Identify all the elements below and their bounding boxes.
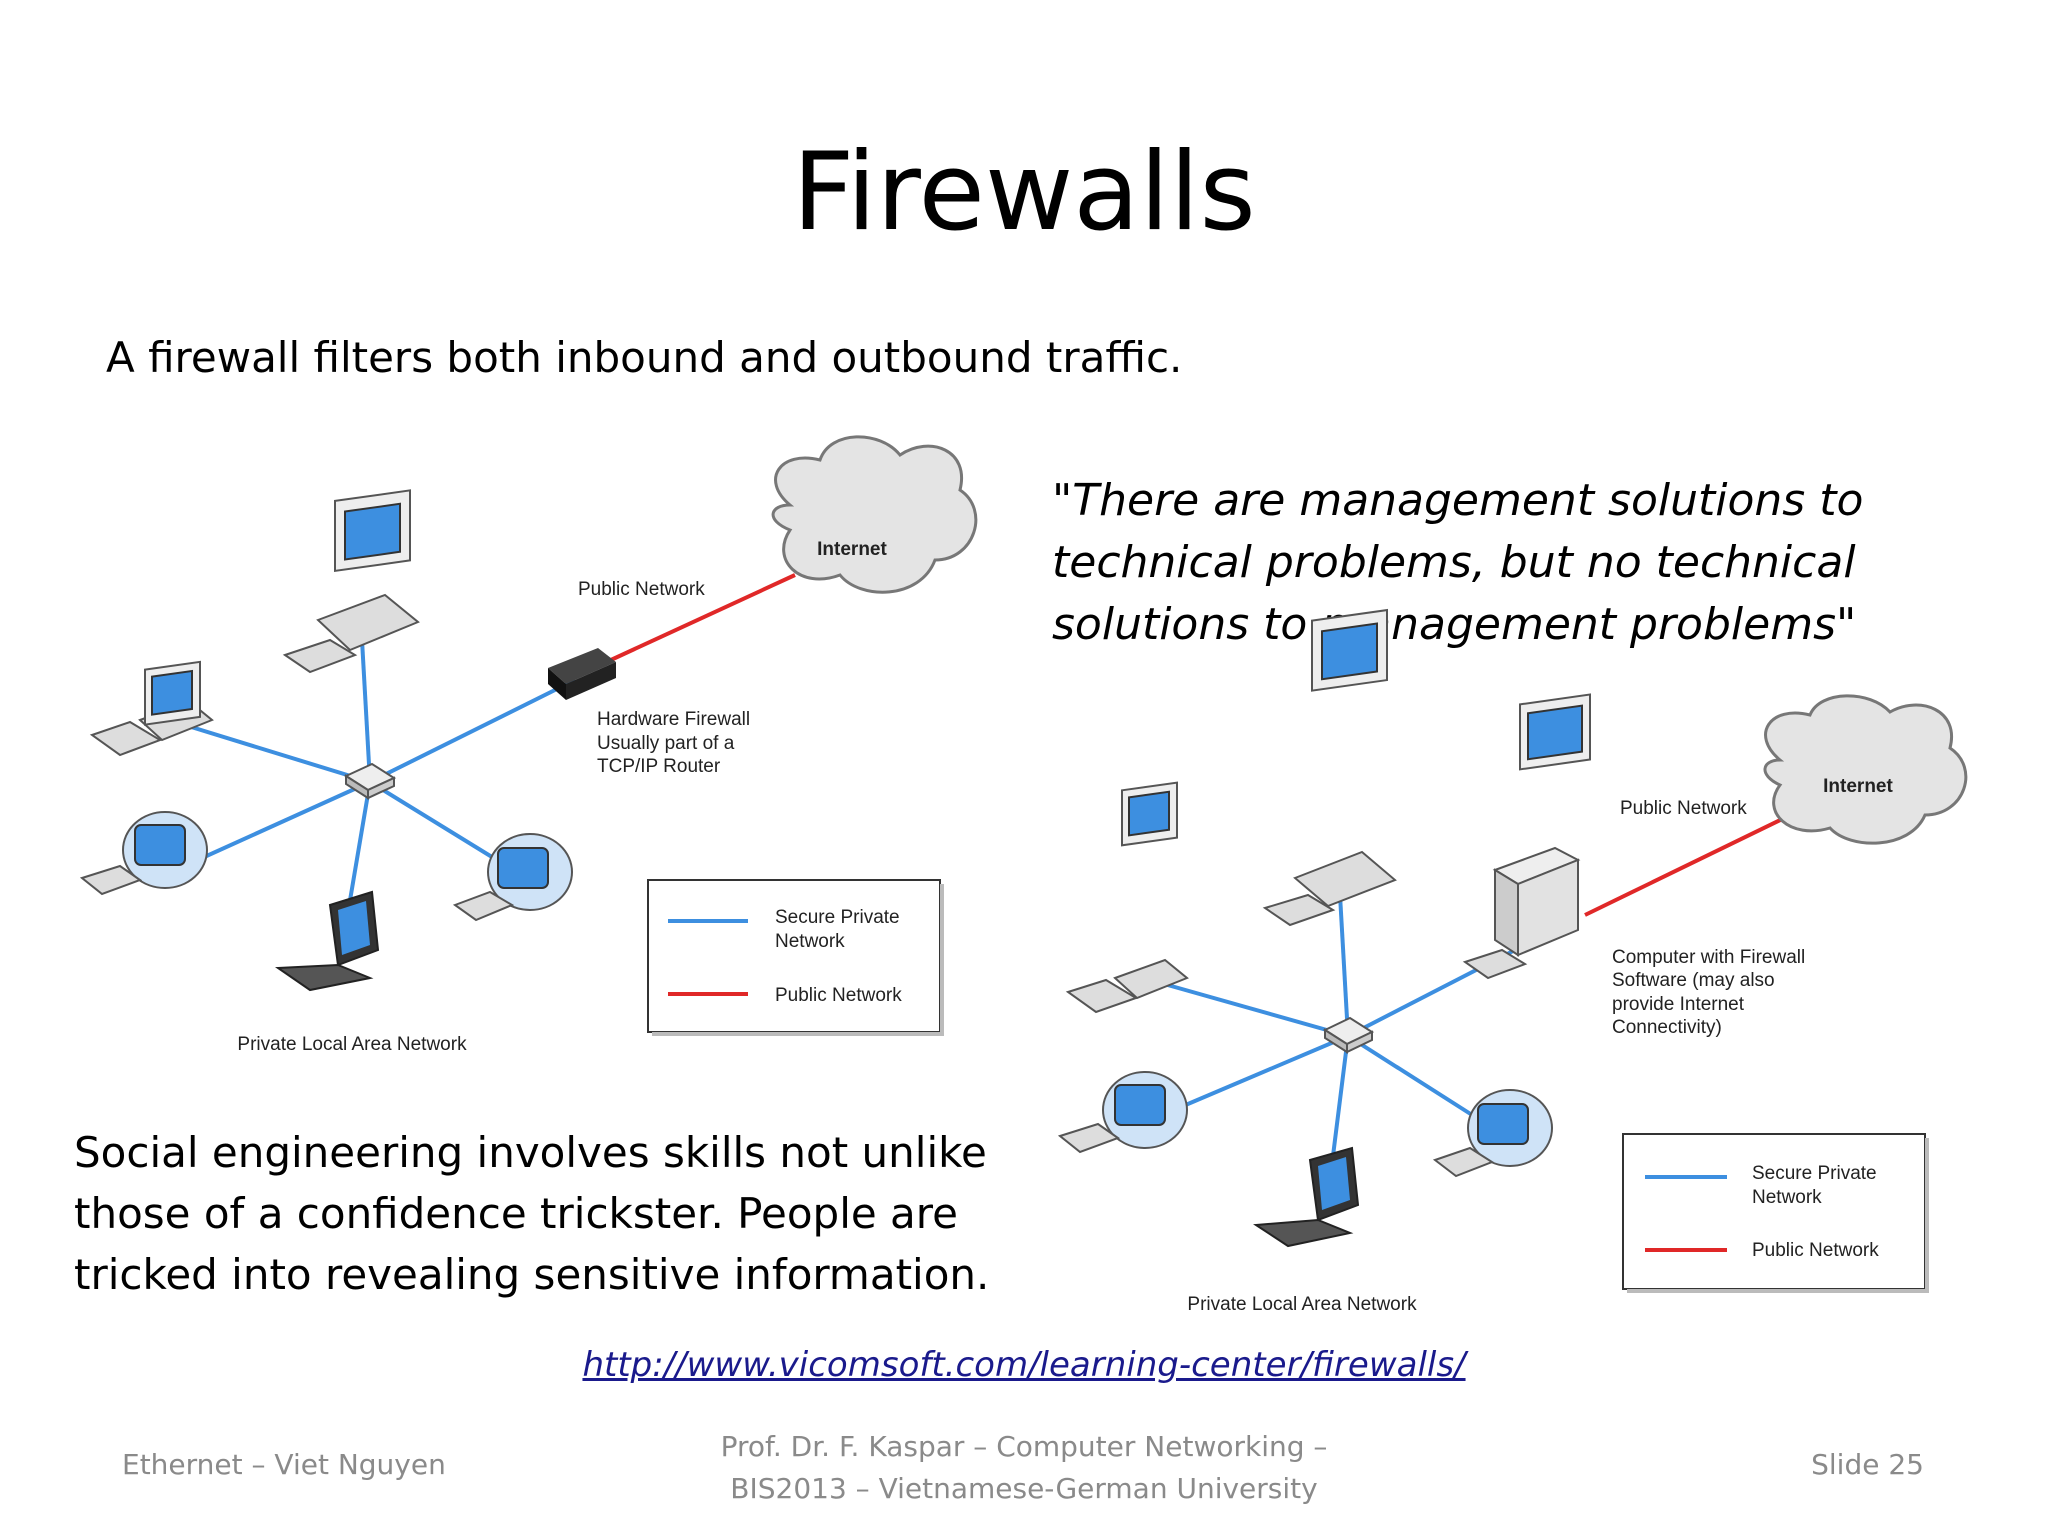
imac-computer-icon xyxy=(452,833,573,922)
slide-title: Firewalls xyxy=(792,130,1256,255)
quote-line: technical problems, but no technical xyxy=(1052,537,1856,588)
quote-line: solutions to management problems" xyxy=(1052,599,1857,650)
laptop-icon xyxy=(274,890,380,992)
footer-author: Ethernet – Viet Nguyen xyxy=(122,1448,446,1481)
footer-course-line: Prof. Dr. F. Kaspar – Computer Networkin… xyxy=(720,1430,1328,1463)
social-line: Social engineering involves skills not u… xyxy=(74,1128,987,1177)
svg-text:Secure Private Network: Secure Private Network xyxy=(1752,1163,1882,1208)
imac-computer-icon xyxy=(1432,1089,1553,1178)
cloud-label: Internet xyxy=(817,539,887,560)
legend: Secure Private Network Public Network xyxy=(1622,1133,1929,1293)
lan-label: Private Local Area Network xyxy=(1187,1294,1417,1315)
hub-icon xyxy=(343,762,397,800)
slide-subtitle: A firewall filters both inbound and outb… xyxy=(106,333,1183,382)
cloud-label: Internet xyxy=(1823,776,1893,797)
social-line: those of a confidence trickster. People … xyxy=(74,1189,958,1238)
imac-computer-icon xyxy=(1057,1071,1188,1154)
desktop-computer-icon xyxy=(282,489,420,674)
hardware-firewall-label: Hardware Firewall Usually part of a TCP/… xyxy=(597,709,755,777)
lan-label: Private Local Area Network xyxy=(237,1034,467,1055)
public-network-label: Public Network xyxy=(578,579,705,600)
footer-course: Prof. Dr. F. Kaspar – Computer Networkin… xyxy=(0,1426,2048,1510)
firewall-computer-icon xyxy=(1462,693,1591,980)
internet-cloud-icon xyxy=(1763,694,1968,845)
internet-cloud-icon xyxy=(771,435,978,594)
svg-text:Public Network: Public Network xyxy=(1752,1240,1879,1261)
desktop-computer-icon xyxy=(1065,781,1189,1014)
legend: Secure Private Network Public Network xyxy=(647,879,944,1036)
svg-text:Public Network: Public Network xyxy=(775,985,902,1006)
public-network-label: Public Network xyxy=(1620,798,1747,819)
social-line: tricked into revealing sensitive informa… xyxy=(74,1250,990,1299)
quote-line: "There are management solutions to xyxy=(1052,475,1864,526)
quote-text: "There are management solutions to techn… xyxy=(1052,470,1952,656)
slide-number: Slide 25 xyxy=(1811,1448,1924,1481)
imac-computer-icon xyxy=(79,811,208,896)
footer-course-line: BIS2013 – Vietnamese-German University xyxy=(730,1472,1318,1505)
svg-text:Secure Private Network: Secure Private Network xyxy=(775,907,905,952)
source-link[interactable]: http://www.vicomsoft.com/learning-center… xyxy=(582,1345,1466,1385)
firewall-computer-label: Computer with Firewall Software (may als… xyxy=(1612,947,1811,1038)
hub-icon xyxy=(1322,1016,1375,1054)
desktop-computer-icon xyxy=(1262,608,1397,927)
social-engineering-text: Social engineering involves skills not u… xyxy=(74,1122,1014,1305)
laptop-icon xyxy=(1253,1146,1360,1248)
hardware-firewall-icon xyxy=(548,648,616,700)
desktop-computer-icon xyxy=(89,660,214,757)
